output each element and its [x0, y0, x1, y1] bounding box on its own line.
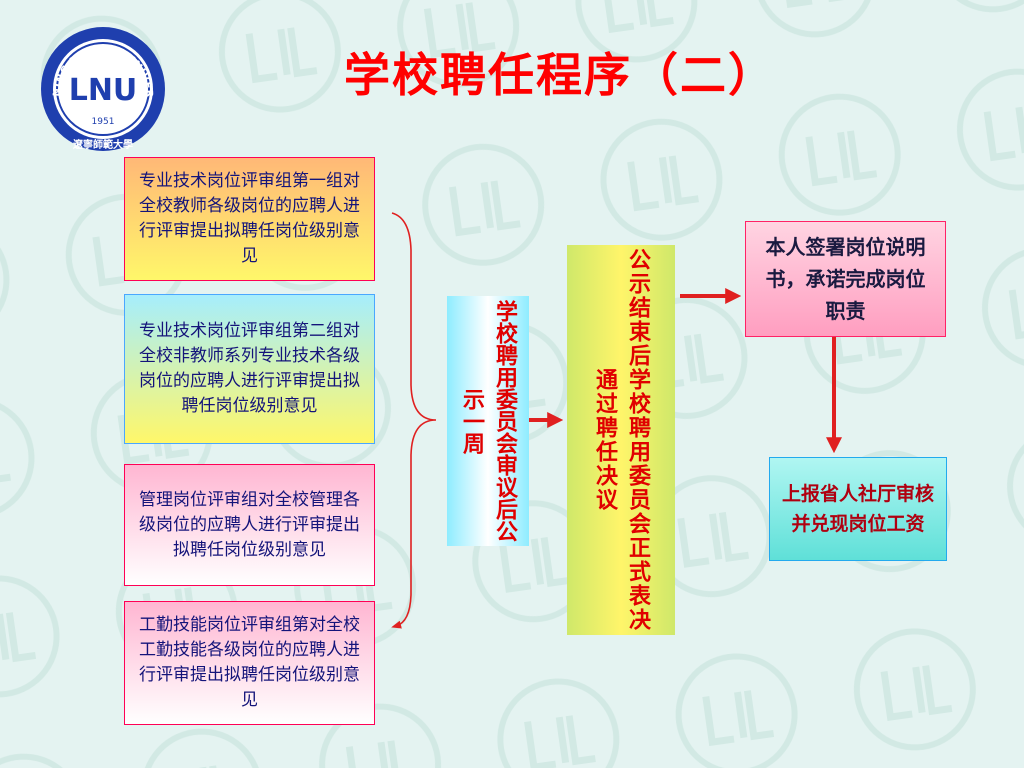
final-decision-text: 公示结束后学校聘用委员会正式表决通过聘任决议 — [592, 248, 651, 632]
sign-contract-text: 本人签署岗位说明书，承诺完成岗位职责 — [765, 235, 926, 323]
review-group-management: 管理岗位评审组对全校管理各级岗位的应聘人进行评审提出拟聘任岗位级别意见 — [124, 464, 375, 586]
university-logo: LIAONING NORMAL UNIVERSITY LNU 1951 遼寧師範… — [38, 24, 165, 151]
report-text: 上报省人社厅审核并兑现岗位工资 — [781, 483, 934, 535]
logo-chinese-name: 遼寧師範大學 — [73, 138, 133, 151]
report-step: 上报省人社厅审核并兑现岗位工资 — [769, 457, 947, 561]
committee-review-text: 学校聘用委员会审议后公示一周 — [459, 300, 518, 542]
review-group-text: 专业技术岗位评审组第一组对全校教师各级岗位的应聘人进行评审提出拟聘任岗位级别意见 — [139, 171, 360, 266]
logo-monogram: LNU — [69, 73, 138, 108]
review-group-text: 专业技术岗位评审组第二组对全校非教师系列专业技术各级岗位的应聘人进行评审提出拟聘… — [139, 321, 360, 416]
review-group-text: 管理岗位评审组对全校管理各级岗位的应聘人进行评审提出拟聘任岗位级别意见 — [139, 489, 360, 560]
logo-year: 1951 — [92, 117, 115, 127]
sign-contract-step: 本人签署岗位说明书，承诺完成岗位职责 — [745, 221, 946, 337]
review-group-non-teaching-technical: 专业技术岗位评审组第二组对全校非教师系列专业技术各级岗位的应聘人进行评审提出拟聘… — [124, 294, 375, 444]
final-decision-step: 公示结束后学校聘用委员会正式表决通过聘任决议 — [567, 245, 675, 635]
page-title: 学校聘任程序（二） — [344, 48, 776, 102]
review-group-text: 工勤技能岗位评审组第对全校工勤技能各级岗位的应聘人进行评审提出拟聘任岗位级别意见 — [139, 615, 360, 710]
review-group-skilled-workers: 工勤技能岗位评审组第对全校工勤技能各级岗位的应聘人进行评审提出拟聘任岗位级别意见 — [124, 601, 375, 725]
review-group-teachers: 专业技术岗位评审组第一组对全校教师各级岗位的应聘人进行评审提出拟聘任岗位级别意见 — [124, 157, 375, 281]
committee-review-step: 学校聘用委员会审议后公示一周 — [447, 296, 529, 546]
